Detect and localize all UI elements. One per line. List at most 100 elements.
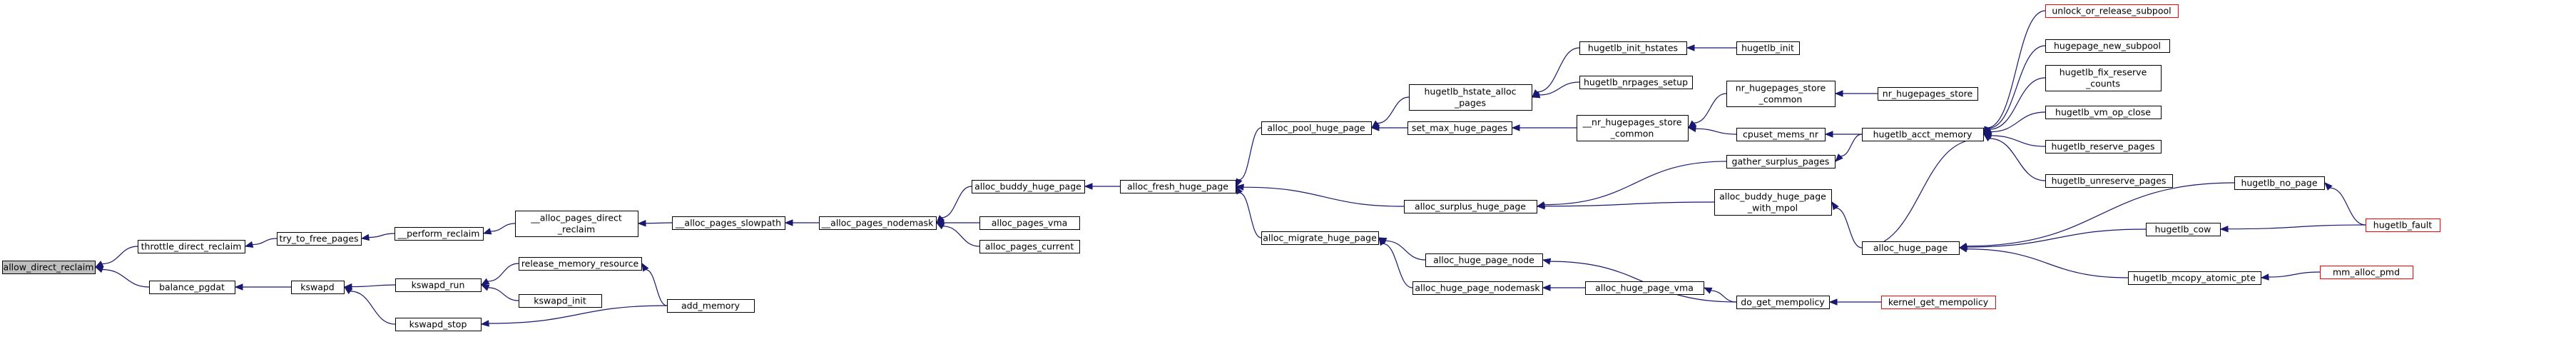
node-box[interactable] — [1862, 241, 1960, 255]
node-box[interactable] — [519, 294, 602, 308]
node-box[interactable] — [2234, 176, 2325, 190]
function-node-hugetlb-cow[interactable]: hugetlb_cow — [2146, 223, 2221, 236]
node-box[interactable] — [672, 216, 785, 230]
function-node-hugetlb-no-page[interactable]: hugetlb_no_page — [2234, 176, 2325, 190]
function-node---alloc-pages-nodemask[interactable]: __alloc_pages_nodemask — [819, 216, 937, 230]
node-box[interactable] — [1736, 128, 1826, 141]
node-box[interactable] — [1261, 231, 1379, 245]
function-node-kswapd-init[interactable]: kswapd_init — [519, 294, 602, 308]
function-node-alloc-huge-page-nodemask[interactable]: alloc_huge_page_nodemask — [1412, 281, 1543, 295]
function-node-add-memory[interactable]: add_memory — [667, 299, 755, 313]
function-node-alloc-huge-page[interactable]: alloc_huge_page — [1862, 241, 1960, 255]
function-node-hugetlb-fault[interactable]: hugetlb_fault — [2366, 218, 2440, 232]
node-box[interactable] — [1579, 41, 1687, 55]
function-node-hugetlb-reserve-pages[interactable]: hugetlb_reserve_pages — [2045, 140, 2162, 154]
function-node-cpuset-mems-nr[interactable]: cpuset_mems_nr — [1736, 128, 1826, 141]
node-box[interactable] — [1878, 87, 1978, 101]
function-node---alloc-pages-direct-reclaim[interactable]: __alloc_pages_direct_reclaim — [515, 211, 638, 237]
node-box[interactable] — [2, 261, 96, 274]
function-node-alloc-pool-huge-page[interactable]: alloc_pool_huge_page — [1261, 121, 1372, 135]
function-node-hugetlb-init-hstates[interactable]: hugetlb_init_hstates — [1579, 41, 1687, 55]
function-node-nr-hugepages-store[interactable]: nr_hugepages_store — [1878, 87, 1978, 101]
node-box[interactable] — [1714, 189, 1832, 216]
node-box[interactable] — [149, 281, 235, 294]
node-box[interactable] — [972, 180, 1085, 193]
function-node-hugetlb-init[interactable]: hugetlb_init — [1736, 41, 1800, 55]
node-box[interactable] — [979, 216, 1080, 230]
function-node-set-max-huge-pages[interactable]: set_max_huge_pages — [1407, 121, 1512, 135]
node-box[interactable] — [2366, 218, 2440, 232]
function-node-unlock-or-release-subpool[interactable]: unlock_or_release_subpool — [2045, 4, 2179, 18]
function-node-hugetlb-acct-memory[interactable]: hugetlb_acct_memory — [1862, 128, 1984, 141]
node-box[interactable] — [1881, 296, 1996, 309]
function-node-mm-alloc-pmd[interactable]: mm_alloc_pmd — [2320, 266, 2413, 279]
node-box[interactable] — [1412, 281, 1543, 295]
node-box[interactable] — [1409, 84, 1532, 111]
node-box[interactable] — [394, 227, 484, 241]
node-box[interactable] — [395, 278, 482, 292]
node-box[interactable] — [667, 299, 755, 313]
node-box[interactable] — [2146, 223, 2221, 236]
node-box[interactable] — [515, 211, 638, 237]
node-box[interactable] — [1579, 76, 1693, 89]
function-node-allow-direct-reclaim[interactable]: allow_direct_reclaim — [2, 261, 96, 274]
function-node-hugetlb-nrpages-setup[interactable]: hugetlb_nrpages_setup — [1579, 76, 1693, 89]
node-box[interactable] — [1726, 81, 1836, 107]
function-node---nr-hugepages-store-common[interactable]: __nr_hugepages_store_common — [1577, 115, 1689, 141]
node-box[interactable] — [1736, 41, 1800, 55]
function-node-kernel-get-mempolicy[interactable]: kernel_get_mempolicy — [1881, 296, 1996, 309]
function-node-balance-pgdat[interactable]: balance_pgdat — [149, 281, 235, 294]
node-box[interactable] — [1585, 281, 1704, 295]
node-box[interactable] — [2128, 271, 2261, 285]
function-node-kswapd[interactable]: kswapd — [291, 281, 345, 294]
function-node-hugetlb-fix-reserve-counts[interactable]: hugetlb_fix_reserve_counts — [2045, 65, 2162, 91]
node-box[interactable] — [1577, 115, 1689, 141]
node-box[interactable] — [1862, 128, 1984, 141]
node-box[interactable] — [138, 240, 245, 253]
node-box[interactable] — [2045, 65, 2162, 91]
node-box[interactable] — [819, 216, 937, 230]
node-box[interactable] — [1404, 200, 1537, 213]
function-node-alloc-migrate-huge-page[interactable]: alloc_migrate_huge_page — [1261, 231, 1379, 245]
node-box[interactable] — [277, 232, 362, 246]
function-node-alloc-buddy-huge-page[interactable]: alloc_buddy_huge_page — [972, 180, 1085, 193]
node-box[interactable] — [1425, 253, 1543, 267]
function-node-kswapd-run[interactable]: kswapd_run — [395, 278, 482, 292]
function-node-alloc-pages-vma[interactable]: alloc_pages_vma — [979, 216, 1080, 230]
function-node---alloc-pages-slowpath[interactable]: __alloc_pages_slowpath — [672, 216, 785, 230]
node-box[interactable] — [2045, 140, 2162, 154]
function-node-alloc-pages-current[interactable]: alloc_pages_current — [979, 240, 1080, 253]
node-box[interactable] — [2045, 39, 2170, 53]
function-node-hugepage-new-subpool[interactable]: hugepage_new_subpool — [2045, 39, 2170, 53]
function-node-throttle-direct-reclaim[interactable]: throttle_direct_reclaim — [138, 240, 245, 253]
function-node-hugetlb-unreserve-pages[interactable]: hugetlb_unreserve_pages — [2045, 174, 2173, 188]
function-node---perform-reclaim[interactable]: __perform_reclaim — [394, 227, 484, 241]
function-node-try-to-free-pages[interactable]: try_to_free_pages — [277, 232, 362, 246]
node-box[interactable] — [1261, 121, 1372, 135]
node-box[interactable] — [395, 318, 482, 331]
function-node-dc-get-mempolicy[interactable]: do_get_mempolicy — [1736, 296, 1830, 309]
function-node-alloc-surplus-huge-page[interactable]: alloc_surplus_huge_page — [1404, 200, 1537, 213]
node-box[interactable] — [2045, 4, 2179, 18]
function-node-hugetlb-vm-op-close[interactable]: hugetlb_vm_op_close — [2045, 106, 2162, 119]
function-node-alloc-buddy-huge-page-with-mpol[interactable]: alloc_buddy_huge_page_with_mpol — [1714, 189, 1832, 216]
node-box[interactable] — [1407, 121, 1512, 135]
node-box[interactable] — [2045, 174, 2173, 188]
function-node-alloc-huge-page-vma[interactable]: alloc_huge_page_vma — [1585, 281, 1704, 295]
node-box[interactable] — [1726, 155, 1836, 168]
node-box[interactable] — [2320, 266, 2413, 279]
node-box[interactable] — [1736, 296, 1830, 309]
node-box[interactable] — [2045, 106, 2162, 119]
node-box[interactable] — [519, 257, 642, 271]
function-node-alloc-fresh-huge-page[interactable]: alloc_fresh_huge_page — [1120, 180, 1236, 193]
function-node-hugetlb-mcopy-atomic-pte[interactable]: hugetlb_mcopy_atomic_pte — [2128, 271, 2261, 285]
function-node-release-memory-resource[interactable]: release_memory_resource — [519, 257, 642, 271]
node-box[interactable] — [979, 240, 1080, 253]
node-box[interactable] — [291, 281, 345, 294]
node-box[interactable] — [1120, 180, 1236, 193]
function-node-nr-hugepages-store-common[interactable]: nr_hugepages_store_common — [1726, 81, 1836, 107]
function-node-alloc-huge-page-node[interactable]: alloc_huge_page_node — [1425, 253, 1543, 267]
function-node-hugetlb-hstate-alloc-pages[interactable]: hugetlb_hstate_alloc_pages — [1409, 84, 1532, 111]
function-node-gather-surplus-pages[interactable]: gather_surplus_pages — [1726, 155, 1836, 168]
function-node-kswapd-stop[interactable]: kswapd_stop — [395, 318, 482, 331]
